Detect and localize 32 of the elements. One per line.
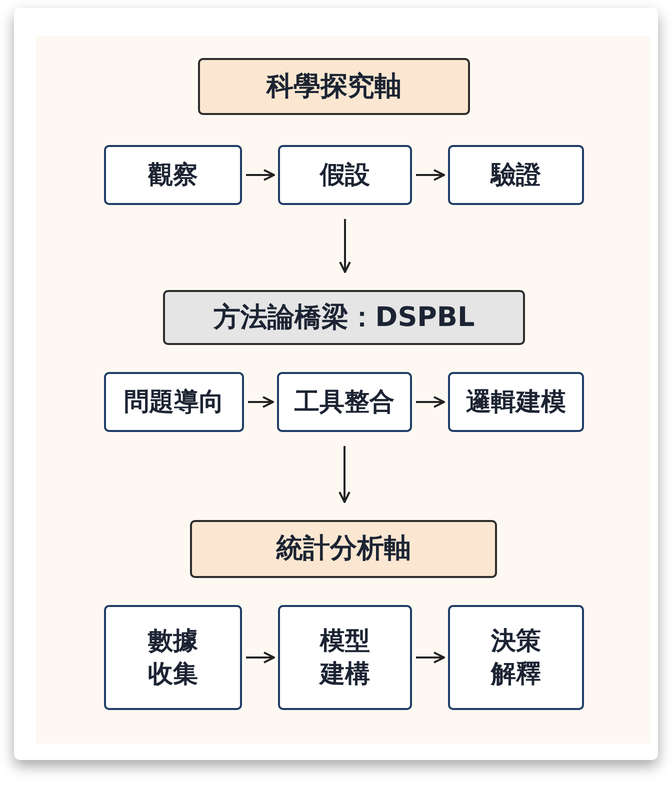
step-box [104,605,242,710]
step-label: 觀察 [148,158,198,191]
step-label: 假設 [320,158,370,191]
arrow [246,169,275,181]
step-box [278,145,412,205]
step-box [278,605,412,710]
step-label: 工具整合 [294,386,394,418]
step-label: 問題導向 [124,386,224,418]
step-box [448,145,584,205]
step-box [448,372,584,432]
arrow [416,652,445,664]
arrow [339,219,351,273]
heading-box [190,520,497,578]
arrow [248,396,274,408]
heading-label: 方法論橋梁：DSPBL [213,300,475,335]
heading-label: 統計分析軸 [276,532,411,566]
step-box [104,372,244,432]
step-box [448,605,584,710]
step-label: 驗證 [491,158,541,191]
step-box [104,145,242,205]
arrow [416,169,445,181]
step-label: 邏輯建模 [466,386,566,418]
heading-box [163,290,525,345]
step-box [277,372,412,432]
heading-box [198,58,470,115]
step-label: 數據收集 [147,625,199,690]
step-label: 決策解釋 [490,625,542,690]
arrow [416,396,445,408]
arrow [338,446,350,503]
step-label: 模型建構 [319,625,371,690]
arrow [246,652,275,664]
heading-label: 科學探究軸 [266,70,402,104]
